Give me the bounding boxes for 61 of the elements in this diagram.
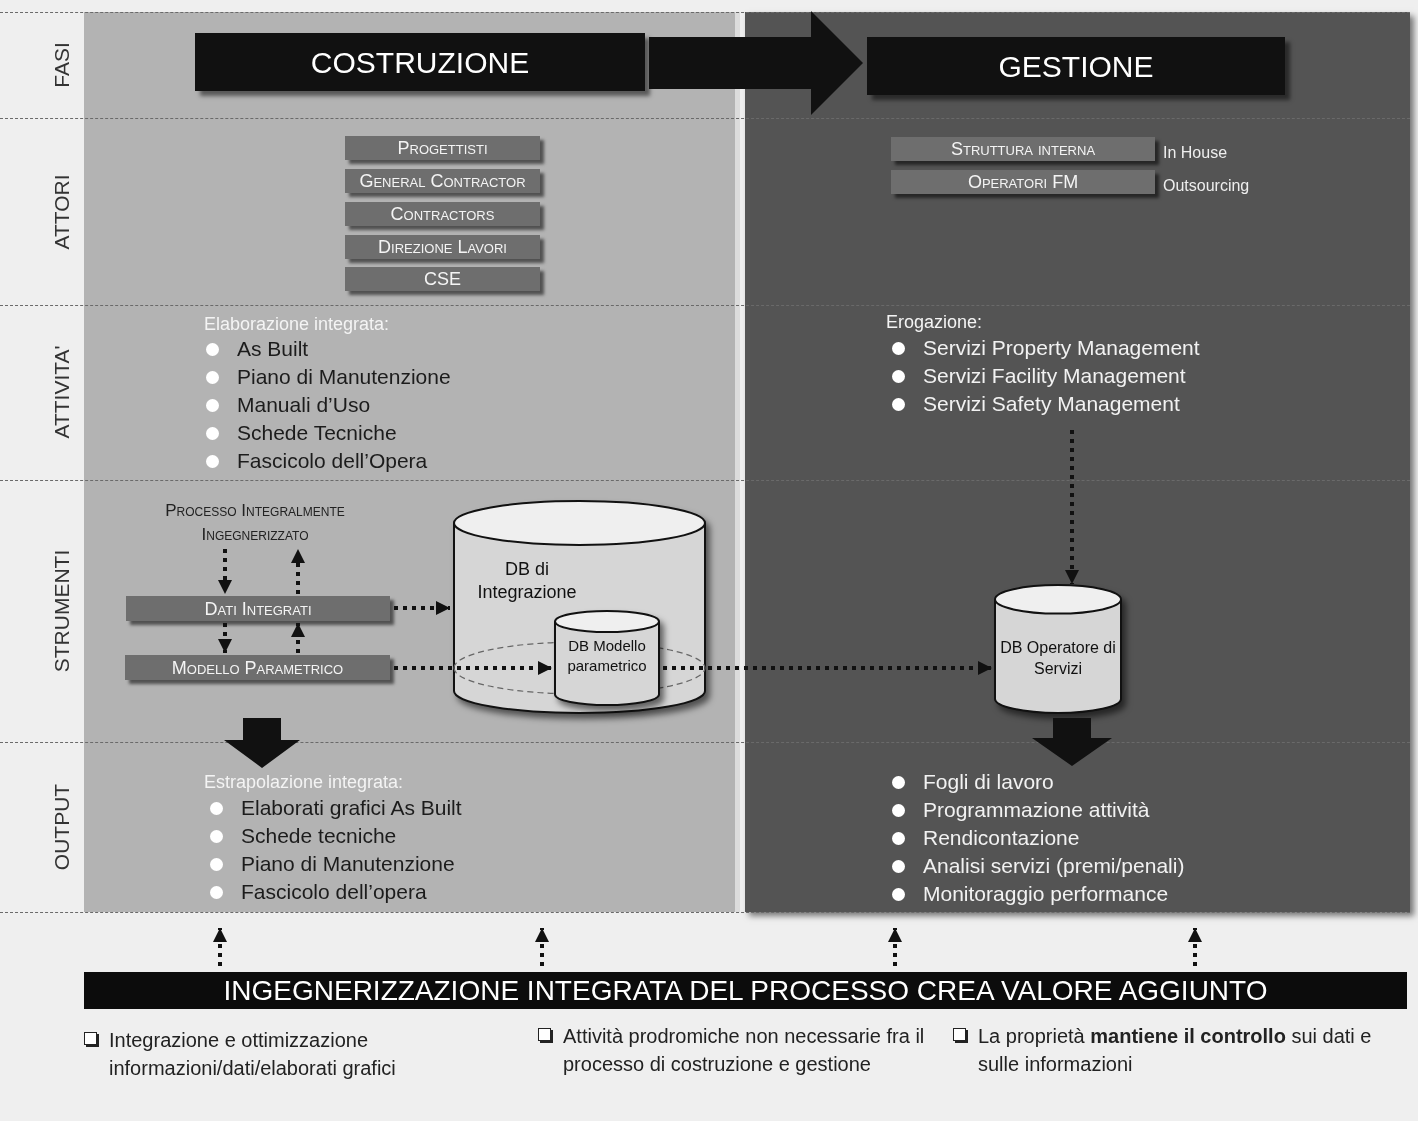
dotted-arrow xyxy=(213,928,227,966)
list-item: Monitoraggio performance xyxy=(923,881,1169,907)
dotted-arrow xyxy=(1188,928,1202,966)
benefit-note: Attività prodromiche non necessarie fra il processo di costruzione e gestione xyxy=(563,1024,926,1077)
role-tag: Contractors xyxy=(345,202,540,226)
list-item: Manuali d’Uso xyxy=(237,392,371,418)
list-item: Fogli di lavoro xyxy=(923,769,1054,795)
block-arrow xyxy=(1032,718,1112,766)
role-tag: Operatori FM xyxy=(891,170,1155,194)
list-item: Elaborati grafici As Built xyxy=(241,795,462,821)
list-item: Analisi servizi (premi/penali) xyxy=(923,853,1185,879)
list-item: Fascicolo dell’Opera xyxy=(237,448,428,474)
dotted-arrow xyxy=(663,661,992,675)
dotted-arrow xyxy=(218,623,232,653)
sourcing-note: Outsourcing xyxy=(1163,176,1250,196)
dotted-arrow xyxy=(888,928,902,966)
row-heading: FASI xyxy=(49,42,75,88)
block-arrow xyxy=(649,11,863,115)
dotted-arrow xyxy=(394,601,450,615)
role-tag: Progettisti xyxy=(345,136,540,160)
list-item: Servizi Safety Management xyxy=(923,391,1180,417)
list-item: Programmazione attività xyxy=(923,797,1150,823)
list-item: Piano di Manutenzione xyxy=(237,364,451,390)
role-tag: Struttura interna xyxy=(891,137,1155,161)
row-heading: ATTORI xyxy=(49,174,75,250)
dotted-arrow xyxy=(1065,430,1079,584)
phase-header: COSTRUZIONE xyxy=(195,33,645,91)
role-tag: Dati Integrati xyxy=(126,596,390,621)
benefit-note: Integrazione e ottimizzazione informazioni/dati/elaborati grafici xyxy=(109,1028,397,1081)
list-item: Rendicontazione xyxy=(923,825,1080,851)
dotted-arrow xyxy=(218,549,232,594)
dotted-arrow xyxy=(535,928,549,966)
row-heading: STRUMENTI xyxy=(49,549,75,673)
sourcing-note: In House xyxy=(1163,143,1228,163)
benefit-note: La proprietà mantiene il controllo sui dati e sulle informazioni xyxy=(978,1024,1373,1077)
role-tag: CSE xyxy=(345,267,540,291)
phase-header: GESTIONE xyxy=(867,37,1285,95)
list-item: Schede tecniche xyxy=(241,823,397,849)
database-label: DB Modello parametrico xyxy=(566,636,648,675)
database-label: DB di Integrazione xyxy=(476,558,578,605)
list-item: Schede Tecniche xyxy=(237,420,397,446)
process-caption: Processo Integralmente Ingegnerizzato xyxy=(130,499,380,547)
list-item: As Built xyxy=(237,336,309,362)
list-item: Piano di Manutenzione xyxy=(241,851,455,877)
row-heading: OUTPUT xyxy=(49,783,75,871)
list-heading: Elaborazione integrata: xyxy=(204,313,390,336)
list-heading: Estrapolazione integrata: xyxy=(204,771,404,794)
list-heading: Erogazione: xyxy=(886,311,983,334)
dotted-arrow xyxy=(291,623,305,653)
dotted-arrow xyxy=(291,549,305,594)
value-banner: INGEGNERIZZAZIONE INTEGRATA DEL PROCESSO CREA VALORE AGGIUNTO xyxy=(84,972,1407,1009)
role-tag: Direzione Lavori xyxy=(345,235,540,259)
role-tag: Modello Parametrico xyxy=(125,655,390,680)
row-heading: ATTIVITA' xyxy=(49,345,75,439)
role-tag: General Contractor xyxy=(345,169,540,193)
list-item: Fascicolo dell’opera xyxy=(241,879,427,905)
list-item: Servizi Property Management xyxy=(923,335,1200,361)
dotted-arrow xyxy=(394,661,552,675)
list-item: Servizi Facility Management xyxy=(923,363,1186,389)
database-label: DB Operatore di Servizi xyxy=(999,638,1117,679)
block-arrow xyxy=(224,718,300,768)
